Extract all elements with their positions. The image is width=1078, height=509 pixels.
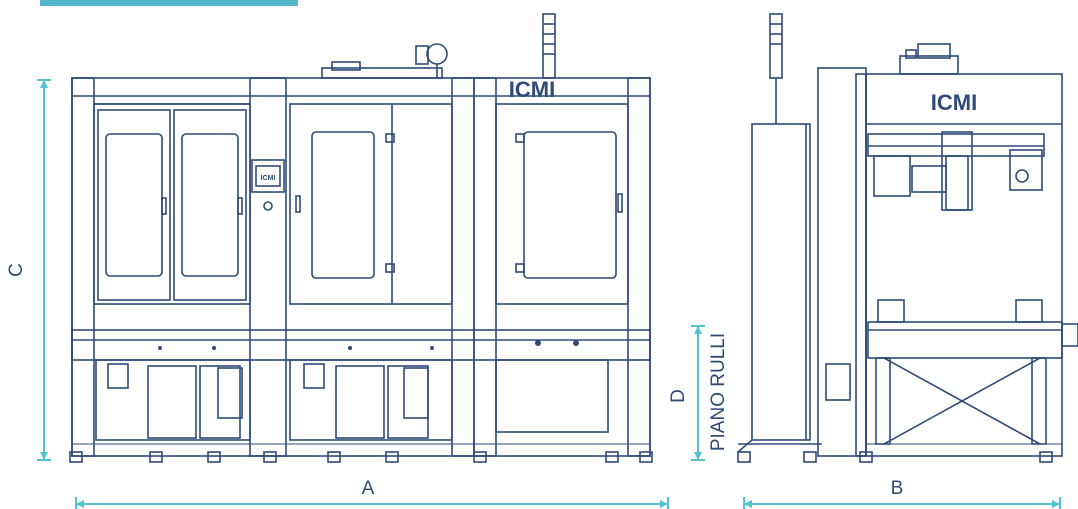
dimension-A: A xyxy=(75,478,669,509)
dimension-B-label: B xyxy=(891,478,904,499)
roller-plane-label: PIANO RULLI xyxy=(708,333,729,451)
front-view: ICMI ICMI xyxy=(69,13,653,463)
dimension-C-label: C xyxy=(6,263,27,277)
side-logo: ICMI xyxy=(931,90,977,115)
panel-brand: ICMI xyxy=(261,175,276,182)
side-view: ICMI xyxy=(737,13,1078,463)
header-accent-bar xyxy=(40,0,298,6)
dimension-D: D PIANO RULLI xyxy=(668,325,729,461)
dimension-B: B xyxy=(743,478,1061,509)
dimension-C: C xyxy=(6,79,51,461)
front-logo: ICMI xyxy=(509,77,555,102)
dimension-D-label: D xyxy=(668,389,689,403)
dimension-A-label: A xyxy=(362,478,375,499)
